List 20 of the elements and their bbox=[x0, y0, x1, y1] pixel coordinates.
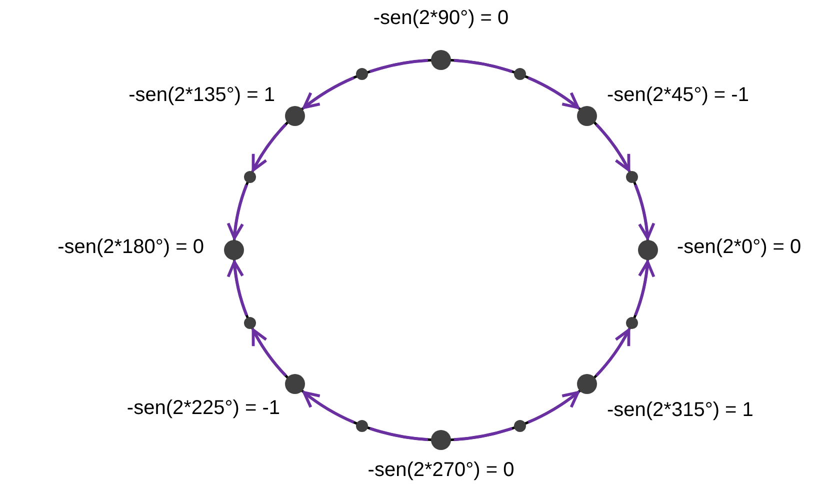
value-label: -sen(2*135°) = 1 bbox=[128, 83, 275, 107]
value-label: -sen(2*45°) = -1 bbox=[606, 83, 749, 107]
flow-arrow bbox=[634, 260, 655, 316]
value-label: -sen(2*0°) = 0 bbox=[677, 235, 802, 259]
value-label: -sen(2*180°) = 0 bbox=[58, 235, 204, 259]
flow-arrow bbox=[252, 123, 287, 172]
flow-arrow bbox=[302, 391, 354, 424]
flow-arrow bbox=[227, 260, 248, 316]
flow-arrow bbox=[528, 76, 580, 109]
flow-arrow bbox=[634, 184, 655, 240]
value-label: -sen(2*225°) = -1 bbox=[126, 396, 280, 420]
value-label: -sen(2*90°) = 0 bbox=[373, 6, 509, 30]
flow-arrow bbox=[595, 328, 630, 377]
flow-arrow bbox=[302, 76, 354, 109]
value-label: -sen(2*270°) = 0 bbox=[368, 458, 514, 482]
value-label: -sen(2*315°) = 1 bbox=[606, 398, 754, 422]
flow-arrow bbox=[227, 184, 248, 240]
flow-arrow bbox=[252, 328, 287, 377]
flow-arrow bbox=[528, 391, 580, 424]
flow-arrow bbox=[595, 123, 630, 172]
